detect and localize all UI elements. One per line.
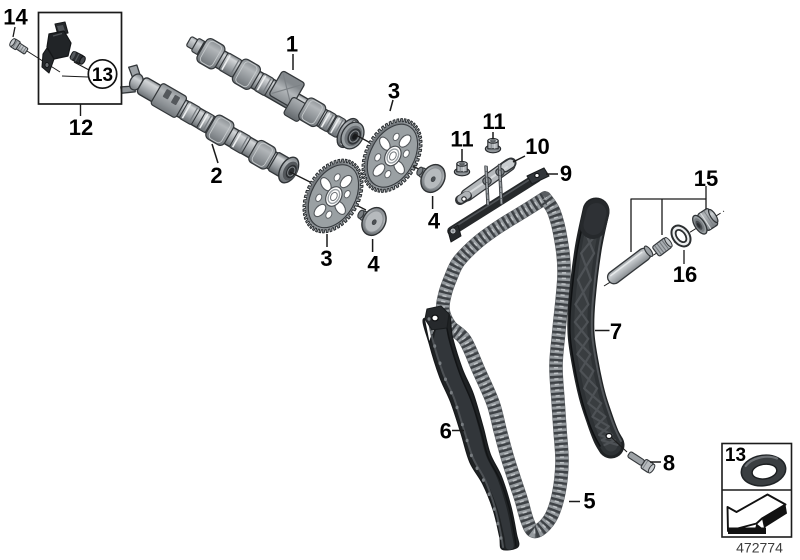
svg-text:15: 15: [694, 166, 718, 191]
svg-text:2: 2: [210, 163, 222, 188]
svg-text:11: 11: [482, 109, 505, 134]
svg-text:5: 5: [583, 489, 595, 514]
svg-text:10: 10: [525, 134, 549, 159]
svg-text:8: 8: [663, 451, 675, 476]
svg-text:4: 4: [367, 252, 380, 277]
svg-text:16: 16: [673, 262, 697, 287]
svg-text:3: 3: [388, 79, 400, 104]
svg-text:14: 14: [3, 5, 28, 30]
svg-text:6: 6: [440, 419, 452, 444]
svg-text:3: 3: [320, 246, 332, 271]
svg-text:13: 13: [725, 445, 746, 466]
svg-text:13: 13: [92, 65, 113, 86]
svg-text:7: 7: [610, 319, 622, 344]
svg-text:472774: 472774: [736, 540, 783, 556]
svg-text:9: 9: [560, 161, 572, 186]
svg-text:4: 4: [428, 209, 441, 234]
svg-text:12: 12: [69, 115, 93, 140]
svg-text:11: 11: [450, 127, 473, 152]
svg-text:1: 1: [286, 32, 298, 57]
